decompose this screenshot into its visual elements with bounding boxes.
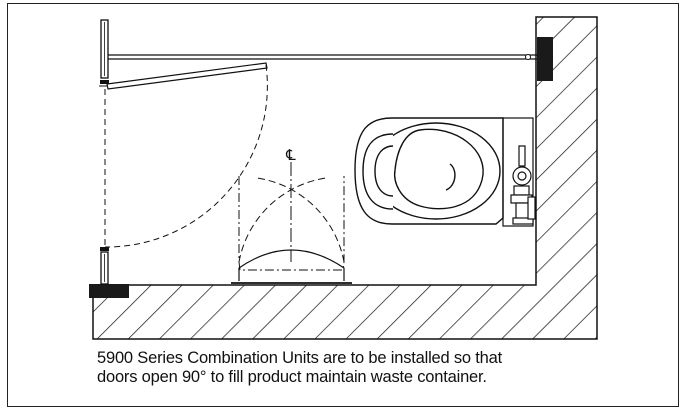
diagram-caption: 5900 Series Combination Units are to be … <box>97 349 617 387</box>
top-pilaster <box>99 19 110 87</box>
right-wall-bracket <box>537 37 553 81</box>
bottom-wall-bracket <box>89 284 129 298</box>
headrail <box>108 54 537 60</box>
caption-line-1: 5900 Series Combination Units are to be … <box>97 349 503 367</box>
bottom-pilaster <box>100 247 109 285</box>
door-swing <box>104 64 268 248</box>
caption-line-2: doors open 90° to fill product maintain … <box>97 368 487 386</box>
toilet-fixture <box>354 117 534 227</box>
flush-valve <box>510 145 536 225</box>
centerline-symbol: ℄ <box>285 146 296 164</box>
centerline: ℄ <box>285 146 296 262</box>
combination-unit <box>231 176 352 284</box>
stall-door <box>106 62 268 90</box>
